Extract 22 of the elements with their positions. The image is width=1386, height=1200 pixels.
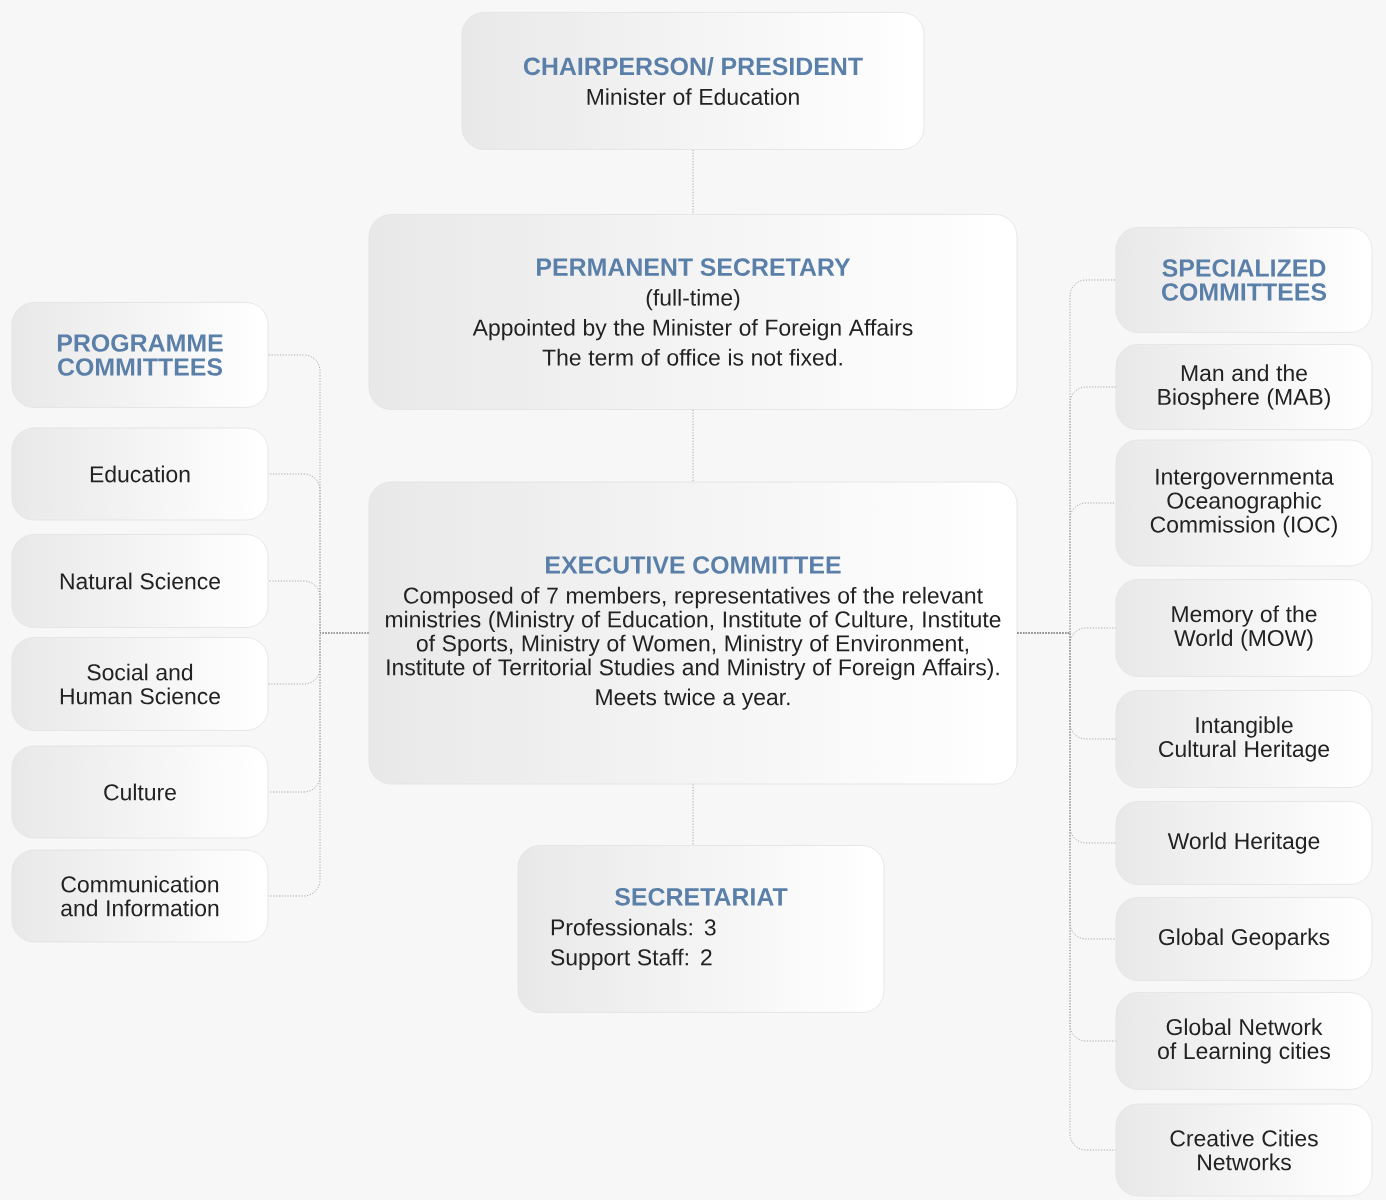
title-box: CHAIRPERSON/ PRESIDENT Minister of Education xyxy=(461,12,925,150)
role-box: SECRETARIAT Professionals: 3 Support Staff: 2 xyxy=(517,845,885,1013)
committee-box: World Heritage xyxy=(1115,801,1373,885)
group-header-box: PROGRAMME COMMITTEES xyxy=(11,302,269,408)
committee-box: Intangible Cultural Heritage xyxy=(1115,690,1373,788)
role-box: PERMANENT SECRETARY (full-time) Appointed by the Minister of Foreign Affairs The term of office is not fixed. xyxy=(368,214,1018,410)
group-header-box: SPECIALIZED COMMITTEES xyxy=(1115,227,1373,333)
committee-box: Education xyxy=(11,427,269,521)
committee-box: Memory of the World (MOW) xyxy=(1115,579,1373,677)
committee-box: Culture xyxy=(11,745,269,839)
committee-box: Creative Cities Networks xyxy=(1115,1103,1373,1197)
committee-box: Intergovernmenta Oceanographic Commission (IOC) xyxy=(1115,439,1373,567)
committee-box: Communication and Information xyxy=(11,849,269,943)
committee-box: Natural Science xyxy=(11,534,269,628)
committee-box: EXECUTIVE COMMITTEE Composed of 7 members, representatives of the relevant ministries (Ministry of Education, Institute of Culture, Institute of Sports, Ministry of Women, Ministry of Environment, Institute of Territorial Studies and Ministry of Foreign Affairs). Meets twice a year. xyxy=(368,481,1018,785)
connector-line xyxy=(1017,632,1116,1151)
committee-box: Man and the Biosphere (MAB) xyxy=(1115,344,1373,430)
connector-line xyxy=(692,784,694,846)
connector-line xyxy=(268,632,369,897)
committee-box: Social and Human Science xyxy=(11,637,269,731)
committee-box: Global Network of Learning cities xyxy=(1115,992,1373,1090)
committee-box: Global Geoparks xyxy=(1115,897,1373,981)
